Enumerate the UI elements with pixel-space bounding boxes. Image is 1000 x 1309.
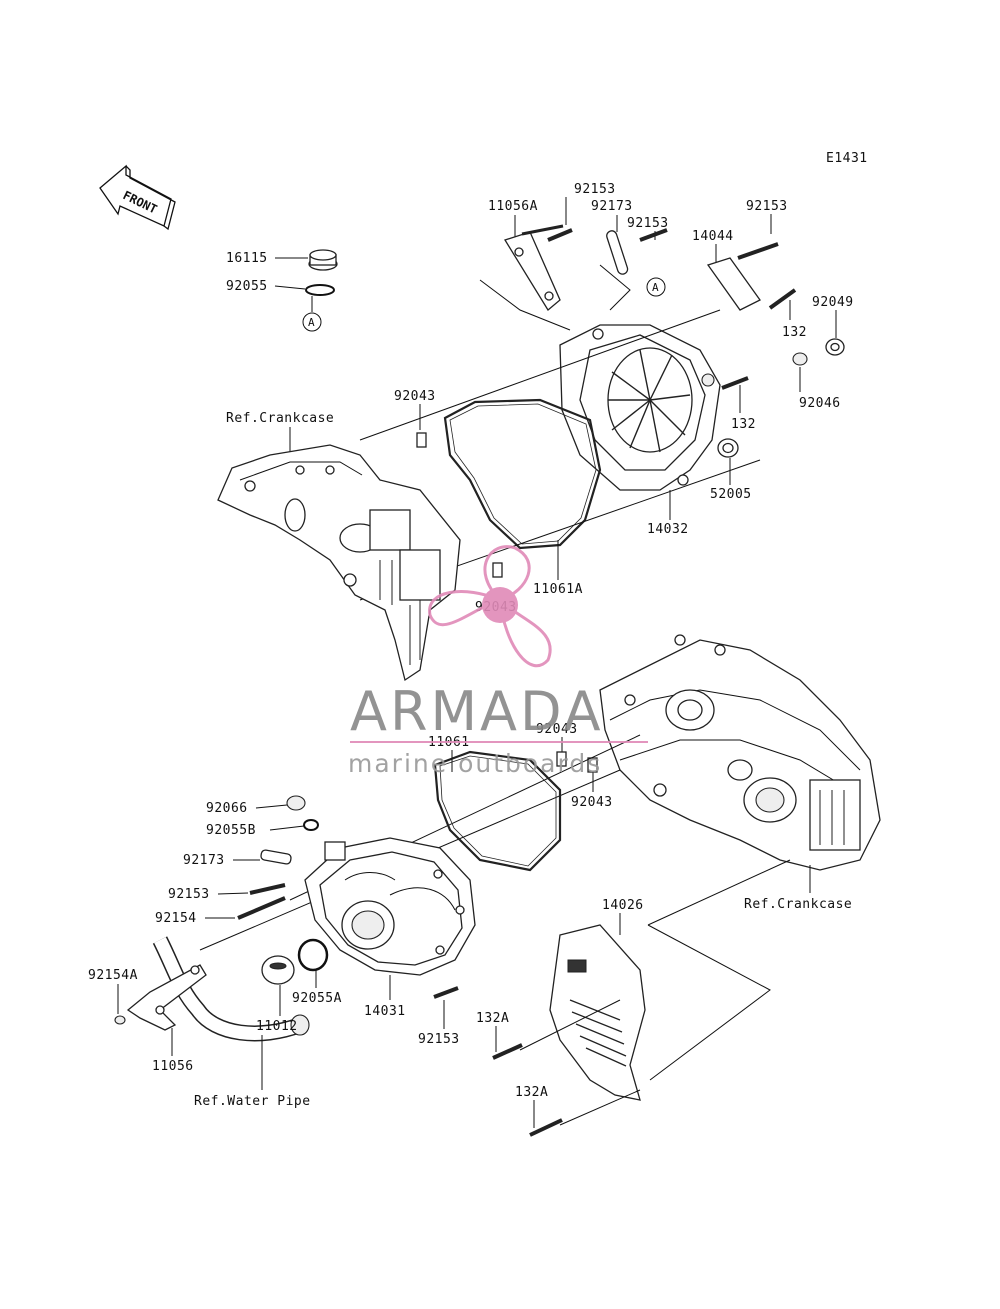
label-92154A: 92154A: [88, 968, 138, 983]
cap-11012: [261, 955, 295, 985]
bolt-92153-e: [433, 986, 459, 999]
label-92043-c: 92043: [536, 722, 578, 737]
label-14032: 14032: [647, 522, 689, 537]
label-92055A: 92055A: [292, 991, 342, 1006]
bolt-132a-b: [529, 1118, 563, 1137]
nut-92046: [792, 352, 808, 366]
label-92154: 92154: [155, 911, 197, 926]
label-92055: 92055: [226, 279, 268, 294]
label-92153-b: 92153: [627, 216, 669, 231]
label-14044: 14044: [692, 229, 734, 244]
label-92043-d: 92043: [571, 795, 613, 810]
bolts-upper: [547, 228, 797, 390]
diagram-code: E1431: [826, 151, 868, 166]
label-11061A: 11061A: [533, 582, 583, 597]
label-11056A: 11056A: [488, 199, 538, 214]
label-92173-a: 92173: [591, 199, 633, 214]
label-92066: 92066: [206, 801, 248, 816]
label-132A-a: 132A: [476, 1011, 509, 1026]
oring-92055a: [297, 938, 329, 972]
dowel-92043-a: [416, 432, 427, 448]
watermark-brand: ARMADA: [350, 680, 604, 743]
cover-14032: [559, 324, 721, 491]
label-132A-b: 132A: [515, 1085, 548, 1100]
circle-marker-a-right: A: [652, 281, 659, 294]
ref-water-pipe: Ref.Water Pipe: [194, 1094, 311, 1109]
bolt-132a-a: [492, 1043, 523, 1060]
watermark-tagline: marine outboards: [348, 749, 602, 778]
bracket-11056a: [504, 224, 564, 311]
damper-92173: [260, 849, 292, 865]
propeller-logo-icon: [428, 545, 552, 668]
guard-14026: [549, 924, 646, 1101]
ref-crankcase-bottom: Ref.Crankcase: [744, 897, 852, 912]
label-92046: 92046: [799, 396, 841, 411]
gasket-11061a: [443, 398, 602, 550]
label-92153-e: 92153: [418, 1032, 460, 1047]
label-14026: 14026: [602, 898, 644, 913]
label-52005: 52005: [710, 487, 752, 502]
cover-14031: [304, 837, 476, 976]
label-132-a: 132: [782, 325, 807, 340]
bolt-92153-d: [249, 883, 286, 895]
oring-92055b: [303, 819, 319, 831]
plug-92066: [286, 795, 306, 811]
label-92153-c: 92153: [746, 199, 788, 214]
bolt-92154: [237, 896, 286, 920]
label-92055B: 92055B: [206, 823, 256, 838]
front-arrow-icon: FRONT: [99, 164, 176, 231]
crankcase-upper: [217, 444, 461, 682]
label-92049: 92049: [812, 295, 854, 310]
label-92173-b: 92173: [183, 853, 225, 868]
label-11012: 11012: [256, 1019, 298, 1034]
label-14031: 14031: [364, 1004, 406, 1019]
filler-cap: A: [302, 249, 338, 332]
dowel-92043-c: [556, 751, 567, 767]
label-92153-a: 92153: [574, 182, 616, 197]
gasket-11061: [433, 750, 562, 872]
circle-marker-a-left: A: [308, 316, 315, 329]
ref-crankcase-top: Ref.Crankcase: [226, 411, 334, 426]
dowel-92043-b: [492, 562, 503, 578]
watermark: ARMADA marine outboards: [348, 545, 648, 778]
label-92043-a: 92043: [394, 389, 436, 404]
label-16115: 16115: [226, 251, 268, 266]
label-11056: 11056: [152, 1059, 194, 1074]
bracket-14044: [706, 257, 761, 311]
crankcase-lower: [599, 634, 881, 871]
label-92153-d: 92153: [168, 887, 210, 902]
label-132-b: 132: [731, 417, 756, 432]
